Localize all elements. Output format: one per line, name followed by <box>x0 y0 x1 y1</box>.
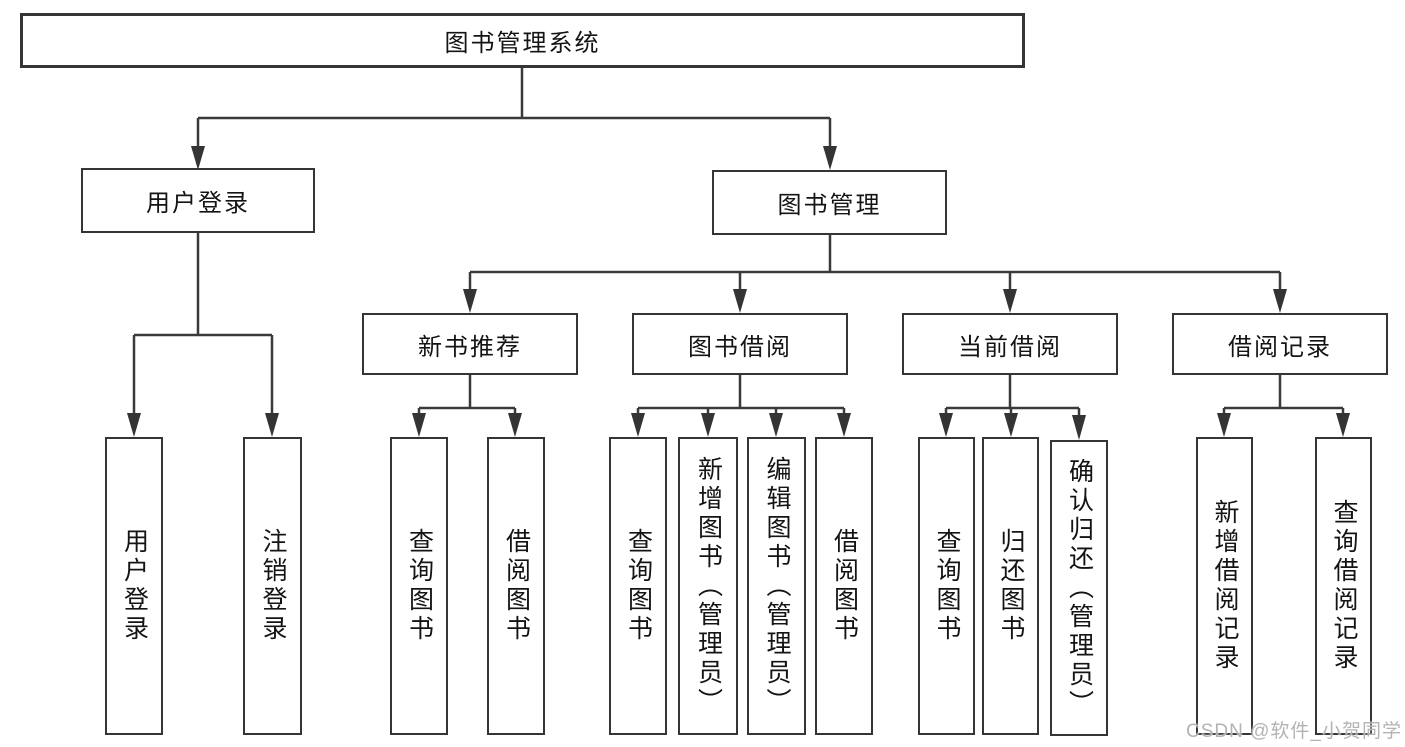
node-label: 借阅图书 <box>502 528 531 644</box>
node-label: 当前借阅 <box>958 333 1062 361</box>
node-label: 查询图书 <box>405 528 434 644</box>
node-label: 查询图书 <box>933 528 961 644</box>
node-label: 确认归还（管理员） <box>1065 457 1094 719</box>
node-label: 新增图书（管理员） <box>694 455 723 717</box>
node-label: 用户登录 <box>120 528 149 644</box>
node-borrowing-records: 借阅记录 <box>1172 313 1388 375</box>
leaf-edit-book-admin: 编辑图书（管理员） <box>747 437 806 735</box>
leaf-query-books-3: 查询图书 <box>918 437 975 735</box>
leaf-add-borrow-record: 新增借阅记录 <box>1196 437 1253 735</box>
leaf-query-books-1: 查询图书 <box>390 437 448 735</box>
node-label: 新书推荐 <box>418 333 522 361</box>
leaf-user-login: 用户登录 <box>105 437 163 735</box>
node-system-root: 图书管理系统 <box>20 13 1025 68</box>
node-user-login: 用户登录 <box>81 168 315 233</box>
leaf-query-books-2: 查询图书 <box>609 437 667 735</box>
leaf-add-book-admin: 新增图书（管理员） <box>678 437 738 735</box>
node-current-borrowing: 当前借阅 <box>902 313 1118 375</box>
node-label: 新增借阅记录 <box>1211 499 1239 673</box>
leaf-borrow-books-2: 借阅图书 <box>815 437 873 735</box>
leaf-confirm-return-admin: 确认归还（管理员） <box>1050 440 1108 736</box>
leaf-query-borrow-record: 查询借阅记录 <box>1315 437 1372 735</box>
node-label: 查询图书 <box>624 528 653 644</box>
node-new-book-recommend: 新书推荐 <box>362 313 578 375</box>
node-label: 查询借阅记录 <box>1330 499 1358 673</box>
leaf-logout: 注销登录 <box>243 437 302 735</box>
leaf-return-book: 归还图书 <box>982 437 1039 735</box>
node-label: 注销登录 <box>259 528 287 644</box>
node-book-management: 图书管理 <box>712 170 947 235</box>
node-label: 归还图书 <box>997 528 1025 644</box>
node-label: 图书管理系统 <box>444 30 601 57</box>
node-book-borrowing: 图书借阅 <box>632 313 848 375</box>
node-label: 编辑图书（管理员） <box>763 455 791 717</box>
node-label: 用户登录 <box>146 190 250 217</box>
node-label: 借阅图书 <box>830 528 859 644</box>
leaf-borrow-books-1: 借阅图书 <box>487 437 545 735</box>
node-label: 图书借阅 <box>688 333 792 361</box>
node-label: 图书管理 <box>777 192 882 219</box>
node-label: 借阅记录 <box>1228 333 1332 361</box>
